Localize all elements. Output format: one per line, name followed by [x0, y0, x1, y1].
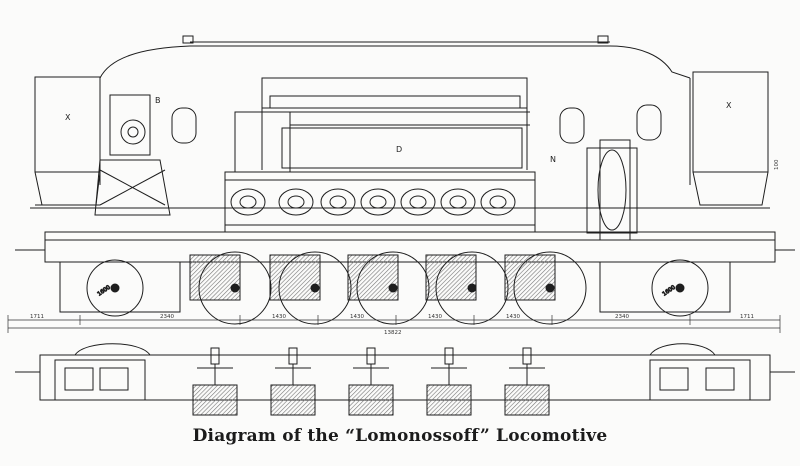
cylinder-port [360, 188, 396, 216]
plan-axle-4 [426, 384, 472, 416]
wheel [435, 251, 509, 325]
axlebox-5 [504, 254, 556, 301]
plan-hub [444, 347, 454, 365]
label-side-mark: 100 [774, 159, 780, 170]
plan-cab-left [54, 359, 146, 401]
roof-vent-right [597, 35, 609, 44]
plan-hub [522, 347, 532, 365]
engine-top [261, 77, 528, 109]
dim-spacing-4: 1430 [506, 314, 520, 320]
plan-hub [288, 347, 298, 365]
window-right-2 [636, 104, 662, 141]
plan-frame [39, 354, 771, 401]
wheel [513, 251, 587, 325]
cab-left [34, 76, 101, 173]
cylinder-port [400, 188, 436, 216]
main-frame [44, 231, 776, 263]
label-aux: B [155, 96, 161, 105]
cylinder-port [320, 188, 356, 216]
dim-spacing-2: 1430 [350, 314, 364, 320]
plan-axle-1 [192, 384, 238, 416]
generator [586, 147, 638, 234]
wheel-hub [675, 283, 685, 293]
axlebox-2 [269, 254, 321, 301]
wheel [198, 251, 272, 325]
label-cab-right: X [726, 101, 732, 110]
aux-machine [109, 94, 151, 156]
label-engine: D [396, 145, 402, 154]
plan-hub [210, 347, 220, 365]
cylinder-port [480, 188, 516, 216]
wheel-hub [310, 283, 320, 293]
dim-end-left: 1711 [30, 314, 44, 320]
cylinder-port [278, 188, 314, 216]
label-coupling: N [550, 155, 556, 164]
bogie-left [59, 261, 181, 313]
wheel-hub [230, 283, 240, 293]
wheel-hub [545, 283, 555, 293]
plan-cab-right [649, 359, 751, 401]
plan-axle-3 [348, 384, 394, 416]
diagram-caption: Diagram of the “Lomonossoff” Locomotive [192, 426, 608, 446]
wheel [278, 251, 352, 325]
wheel-hub [110, 283, 120, 293]
body-roof [99, 45, 691, 79]
axlebox-3 [347, 254, 399, 301]
roof-vent-left [182, 35, 194, 44]
cylinder-port [230, 188, 266, 216]
cab-right-hopper [692, 171, 769, 206]
wheel [86, 259, 144, 317]
wheel [651, 259, 709, 317]
dim-spacing-1: 1430 [272, 314, 286, 320]
wheel-hub [467, 283, 477, 293]
window-left [171, 107, 197, 144]
axlebox-1 [189, 254, 241, 301]
label-cab-left: X [65, 113, 71, 122]
wheel-hub [388, 283, 398, 293]
cab-left-hopper [34, 171, 101, 206]
plan-axle-2 [270, 384, 316, 416]
wheel-diameter-label: 1600 [662, 284, 677, 297]
dim-end-right: 1711 [740, 314, 754, 320]
dim-overall: 13822 [384, 330, 402, 336]
wheel [356, 251, 430, 325]
cab-right [692, 71, 769, 173]
window-right-1 [559, 107, 585, 144]
dim-spacing-3: 1430 [428, 314, 442, 320]
plan-axle-5 [504, 384, 550, 416]
dim-bogie-left: 2340 [160, 314, 174, 320]
axlebox-4 [425, 254, 477, 301]
dim-bogie-right: 2340 [615, 314, 629, 320]
plan-hub [366, 347, 376, 365]
bogie-right [599, 261, 731, 313]
wheel-diameter-label: 1600 [97, 284, 112, 297]
cylinder-block [224, 171, 536, 233]
cylinder-port [440, 188, 476, 216]
